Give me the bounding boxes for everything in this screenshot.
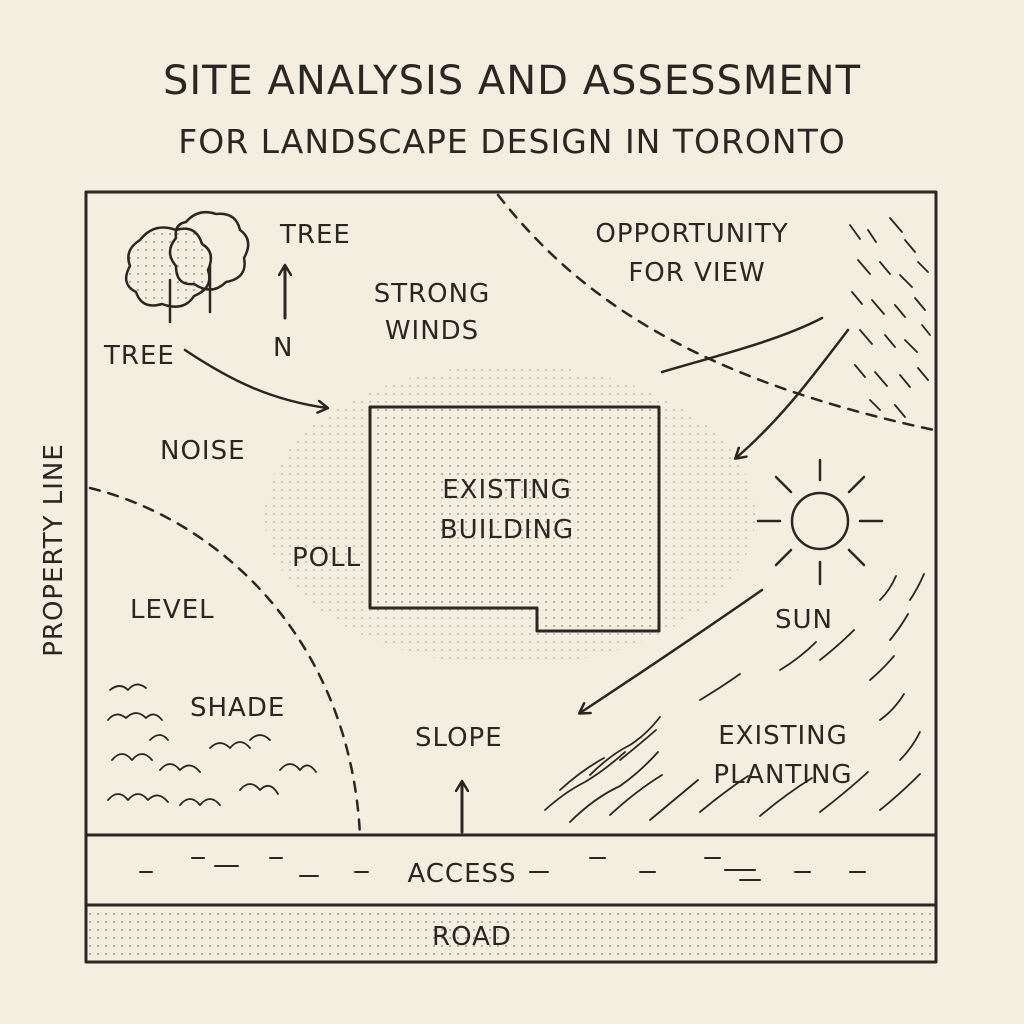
label-opportunity-2: FOR VIEW: [628, 258, 765, 288]
label-tree-top: TREE: [279, 220, 351, 250]
planting-texture: [544, 573, 925, 823]
sun-arrow-lower-icon: [580, 588, 764, 713]
label-level: LEVEL: [130, 595, 215, 625]
label-building-1: EXISTING: [442, 475, 572, 505]
label-poll: POLL: [292, 543, 361, 573]
label-planting-2: PLANTING: [713, 760, 852, 790]
label-tree-left: TREE: [103, 341, 175, 371]
property-boundary: [84, 190, 938, 964]
building-stipple: [370, 407, 659, 631]
label-strong-winds-1: STRONG: [374, 279, 491, 309]
wind-arrow-icon: [183, 348, 327, 408]
road-fill: [88, 907, 934, 960]
label-building-2: BUILDING: [440, 515, 574, 545]
shade-zone-boundary: [88, 486, 362, 837]
diagram-title: SITE ANALYSIS AND ASSESSMENT: [162, 58, 862, 104]
label-property-line: PROPERTY LINE: [39, 443, 69, 657]
sun-arrow-upper-icon: [736, 328, 850, 458]
woodland-texture: [849, 217, 931, 418]
view-line: [660, 316, 824, 374]
label-slope: SLOPE: [415, 723, 503, 753]
label-access: ACCESS: [407, 859, 516, 889]
label-north: N: [273, 333, 293, 363]
sun-icon: [756, 458, 884, 586]
label-opportunity-1: OPPORTUNITY: [595, 219, 788, 249]
label-planting-1: EXISTING: [718, 721, 848, 751]
access-dashes: [139, 857, 866, 881]
shrub-texture: [107, 683, 317, 806]
label-strong-winds-2: WINDS: [385, 316, 479, 346]
view-zone-boundary: [496, 193, 936, 432]
label-shade: SHADE: [190, 693, 285, 723]
label-noise: NOISE: [160, 436, 246, 466]
label-sun: SUN: [775, 605, 833, 635]
diagram-subtitle: FOR LANDSCAPE DESIGN IN TORONTO: [178, 122, 846, 161]
label-road: ROAD: [432, 922, 512, 952]
tree-icon: [124, 211, 250, 324]
